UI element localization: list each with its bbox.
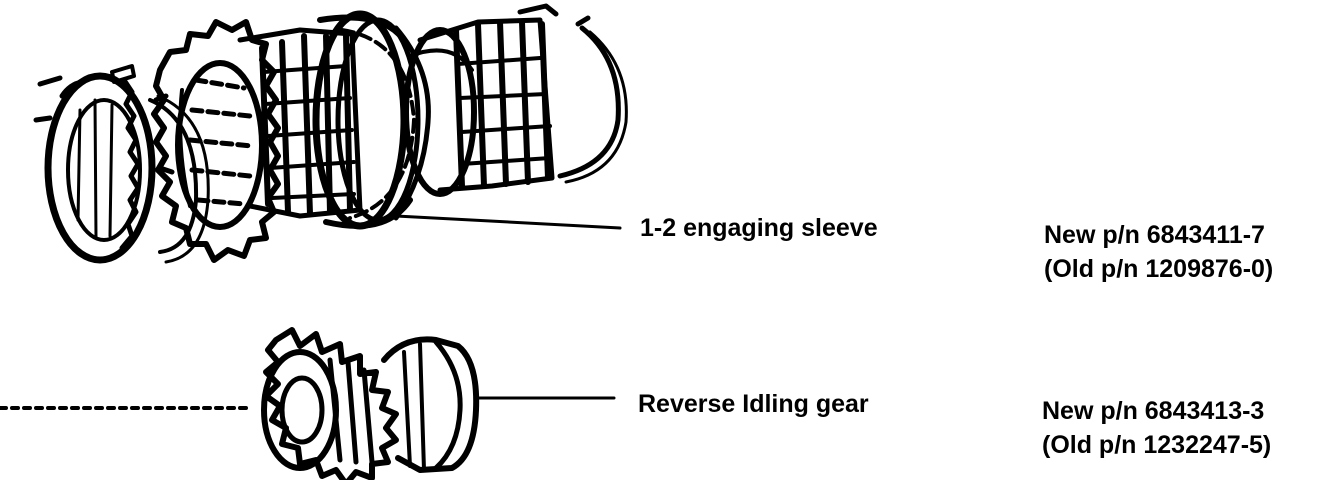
engaging-sleeve	[312, 10, 431, 230]
gear-assembly-illustration	[33, 3, 628, 264]
new-part-number: New p/n 6843411-7	[1044, 221, 1265, 249]
partno-block-idler: New p/n 6843413-3 (Old p/n 1232247-5)	[1042, 394, 1271, 462]
new-part-number: New p/n 6843413-3	[1042, 397, 1265, 425]
label-reverse-idling-gear: Reverse Idling gear	[638, 390, 869, 418]
snap-ring-right	[557, 15, 628, 184]
hub-splines	[237, 27, 363, 219]
old-part-number: (Old p/n 1209876-0)	[1044, 255, 1274, 283]
leader-line-sleeve	[394, 214, 622, 230]
reverse-idling-gear-illustration	[0, 327, 616, 480]
partno-block-sleeve: New p/n 6843411-7 (Old p/n 1209876-0)	[1044, 218, 1273, 286]
second-gear	[403, 3, 559, 197]
label-engaging-sleeve: 1-2 engaging sleeve	[640, 214, 878, 242]
old-part-number: (Old p/n 1232247-5)	[1042, 431, 1272, 459]
synchro-ring-left	[33, 72, 156, 264]
